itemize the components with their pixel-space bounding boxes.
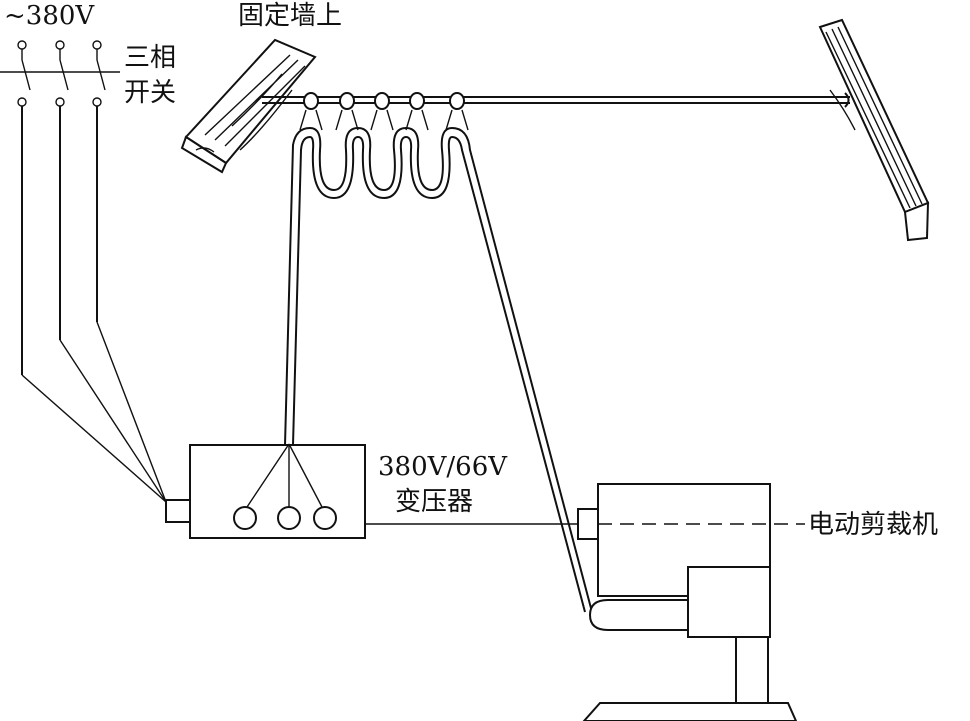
three-phase-switch [0, 40, 120, 375]
switch-label-line1: 三相 [124, 43, 176, 73]
transformer-label-line1: 380V/66V [378, 452, 508, 482]
electric-cutting-machine [577, 483, 798, 721]
hooks [299, 92, 469, 131]
wall-bracket-left [180, 38, 317, 174]
wall-label: 固定墙上 [238, 1, 342, 31]
supply-voltage-label: ~380V [4, 1, 95, 31]
festoon-cable [284, 126, 593, 613]
supply-wires [21, 321, 167, 503]
switch-label-line2: 开关 [124, 78, 176, 108]
machine-label: 电动剪裁机 [808, 510, 938, 540]
transformer-label-line2: 变压器 [395, 487, 473, 517]
transformer [165, 443, 366, 539]
wall-plate-right [818, 18, 930, 242]
support-cable [262, 92, 850, 108]
